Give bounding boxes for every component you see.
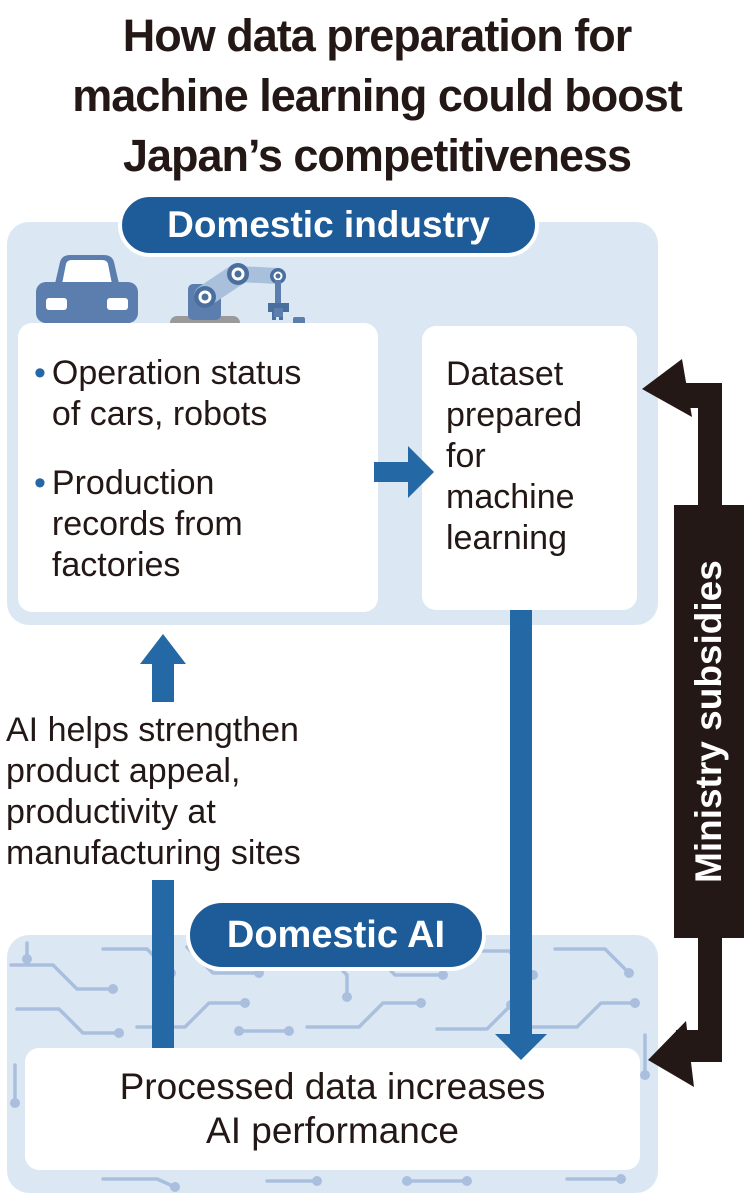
title-line: machine learning could boost	[72, 70, 683, 121]
bullet-dot: •	[34, 354, 46, 392]
ai-feedback-line: manufacturing sites	[6, 834, 301, 872]
arrow-right-icon	[374, 446, 434, 498]
result-box: Processed data increases AI performance	[25, 1048, 640, 1170]
bullet-line: of cars, robots	[51, 395, 268, 433]
domestic-ai-badge: Domestic AI	[186, 899, 486, 971]
dataset-line: Dataset	[446, 355, 564, 393]
dataset-line: prepared	[446, 396, 583, 434]
ministry-subsidies-arrow	[642, 359, 744, 1087]
domestic-ai-badge-label: Domestic AI	[226, 913, 446, 956]
arrow-down-icon	[495, 610, 547, 1060]
inputs-box: • Operation status of cars, robots • Pro…	[18, 323, 378, 612]
robot-arm-icon	[170, 263, 305, 331]
result-line: AI performance	[206, 1110, 459, 1151]
page-title: How data preparation for machine learnin…	[0, 6, 754, 186]
bullet-line: records from	[51, 505, 243, 543]
dataset-line: machine	[446, 478, 575, 516]
bullet-line: Production	[51, 464, 215, 502]
result-line: Processed data increases	[119, 1066, 546, 1107]
domestic-industry-badge: Domestic industry	[118, 193, 539, 257]
bullet-line: factories	[51, 546, 181, 584]
ai-feedback-line: AI helps strengthen	[6, 711, 299, 749]
ai-feedback-text: AI helps strengthen product appeal, prod…	[0, 702, 404, 880]
domestic-industry-badge-label: Domestic industry	[167, 204, 490, 245]
bullet-item: • Operation status of cars, robots	[34, 353, 368, 435]
dataset-box: Dataset prepared for machine learning	[422, 326, 637, 610]
ai-feedback-line: productivity at	[6, 793, 216, 831]
bullet-line: Operation status	[51, 354, 302, 392]
car-icon	[36, 255, 138, 328]
bullet-item: • Production records from factories	[34, 463, 368, 586]
title-line: How data preparation for	[122, 10, 633, 61]
bullet-dot: •	[34, 464, 46, 502]
ministry-banner-label: Ministry subsidies	[688, 560, 729, 883]
title-line: Japan’s competitiveness	[122, 130, 632, 181]
ai-feedback-line: product appeal,	[6, 752, 241, 790]
dataset-line: for	[446, 437, 486, 475]
dataset-line: learning	[446, 519, 567, 557]
